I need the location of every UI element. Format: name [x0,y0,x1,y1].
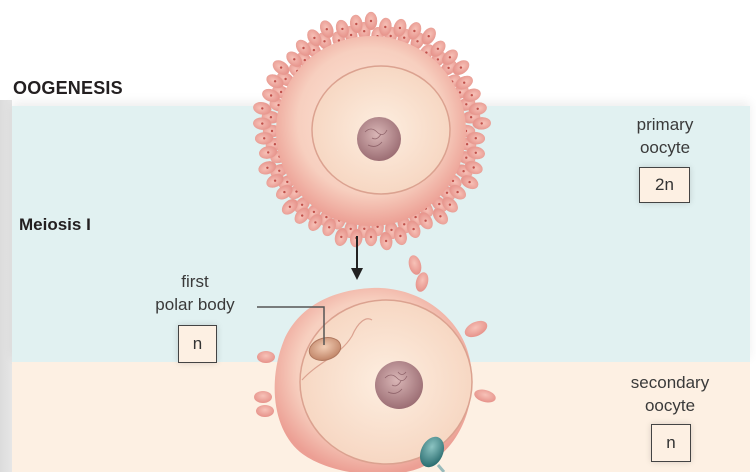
first-polar-body [257,306,342,361]
first-polar-body-ploidy-badge: n [178,325,217,363]
first-polar-body-label-line2: polar body [155,295,235,314]
detached-follicle-cells [254,255,496,417]
primary-oocyte-label-line2: oocyte [639,138,691,157]
diagram-title: OOGENESIS [13,78,123,98]
secondary-oocyte-ploidy-badge: n [651,424,691,462]
secondary-oocyte-label-line2: oocyte [644,396,696,415]
left-shadow [0,100,12,472]
secondary-oocyte-label-line1: secondary [630,373,710,392]
first-polar-body-label: first polar body [130,270,260,316]
primary-oocyte-ploidy-badge: 2n [639,167,690,203]
primary-oocyte-label: primary oocyte [610,113,720,159]
secondary-oocyte-label: secondary oocyte [610,371,730,417]
arrow-down-icon [351,236,363,280]
meiosis-i-label: Meiosis I [19,215,91,234]
sperm-cell [419,436,446,472]
primary-oocyte-label-line1: primary [636,115,694,134]
first-polar-body-label-line1: first [181,272,209,291]
primary-oocyte-cell [276,36,466,226]
